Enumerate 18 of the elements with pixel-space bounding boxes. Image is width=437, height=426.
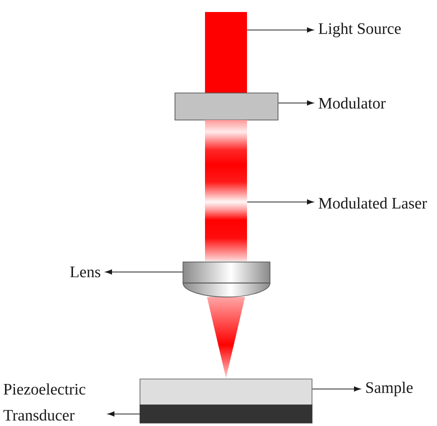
- part-label: Modulator: [318, 97, 386, 109]
- part-label: Modulated Laser: [318, 197, 427, 209]
- sample-slab: [140, 378, 312, 406]
- part-label: Lens: [70, 266, 100, 278]
- part-label: Sample: [366, 382, 413, 396]
- transducer-plate: [140, 404, 312, 424]
- part-label: Piezoelectric Transducer: [4, 383, 86, 421]
- lens: [182, 262, 270, 298]
- modulator-plate: [174, 92, 278, 120]
- laser-beam: [205, 12, 247, 93]
- modulated-beam: [205, 120, 247, 261]
- leader-arrow: [312, 386, 361, 392]
- leader-arrow: [105, 270, 184, 274]
- part-label: Light Source: [318, 22, 401, 38]
- leader-arrow: [246, 200, 314, 204]
- leader-arrow: [108, 412, 140, 416]
- leader-arrow: [246, 28, 314, 32]
- leader-arrow: [278, 100, 314, 106]
